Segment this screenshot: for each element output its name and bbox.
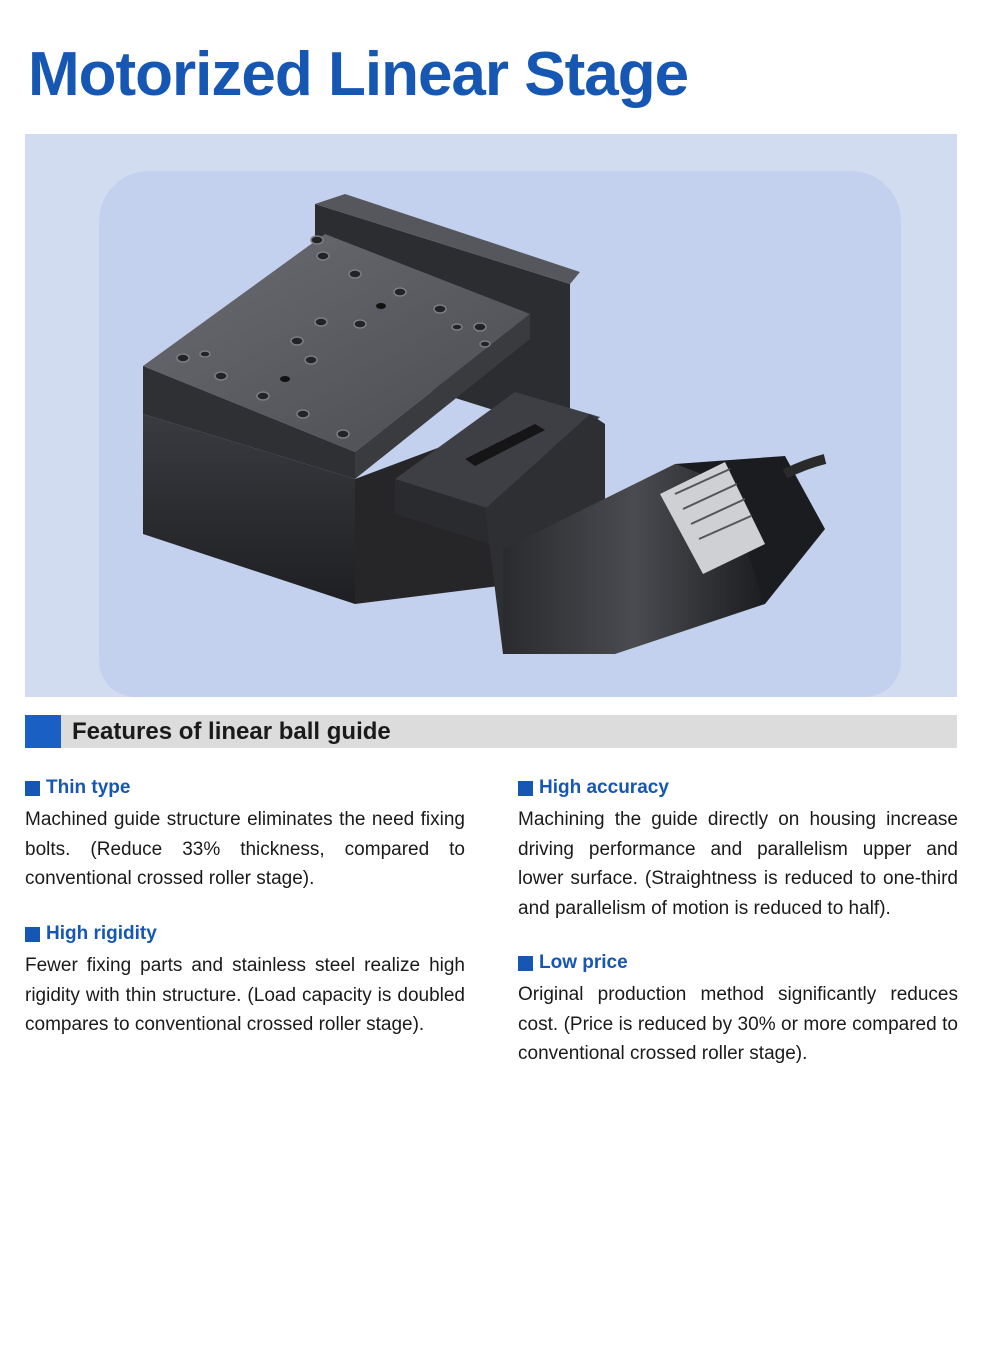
stage-top-plate (143, 234, 530, 452)
center-hole (376, 303, 386, 309)
feature-heading-text: Low price (539, 952, 628, 973)
mounting-holes (176, 235, 491, 439)
stage-back-plate-top (315, 194, 580, 284)
product-photo-panel (25, 134, 957, 697)
linear-stage-illustration (143, 194, 827, 654)
feature-text: Fewer fixing parts and stainless steel r… (25, 955, 465, 1035)
bracket-slot (465, 424, 545, 466)
square-bullet-icon (25, 715, 61, 748)
feature-thin-type: Thin type Machined guide structure elimi… (25, 777, 465, 894)
feature-high-rigidity: High rigidity Fewer fixing parts and sta… (25, 923, 465, 1040)
square-bullet-icon (25, 926, 40, 942)
stage-base-left-side (143, 414, 355, 604)
feature-heading: Low price (518, 952, 958, 974)
feature-heading: Thin type (25, 777, 465, 799)
motor-cable (782, 454, 827, 479)
section-header: Features of linear ball guide (25, 715, 957, 748)
feature-heading-text: Thin type (46, 777, 131, 798)
stage-top-plate-edge-right (355, 314, 530, 479)
motor-bracket-front (395, 479, 490, 544)
feature-heading-text: High accuracy (539, 777, 669, 798)
square-bullet-icon (518, 955, 533, 971)
feature-heading: High rigidity (25, 923, 465, 945)
section-title: Features of linear ball guide (72, 718, 391, 745)
feature-heading: High accuracy (518, 777, 958, 799)
feature-text: Original production method significantly… (518, 984, 958, 1064)
motor-label (660, 462, 765, 574)
feature-low-price: Low price Original production method sig… (518, 952, 958, 1069)
feature-heading-text: High rigidity (46, 923, 157, 944)
center-hole (280, 376, 290, 382)
feature-high-accuracy: High accuracy Machining the guide direct… (518, 777, 958, 923)
square-bullet-icon (518, 780, 533, 796)
feature-text: Machining the guide directly on housing … (518, 809, 958, 919)
stage-top-plate-edge-left (143, 366, 355, 479)
page-title: Motorized Linear Stage (28, 40, 689, 109)
square-bullet-icon (25, 780, 40, 796)
feature-text: Machined guide structure eliminates the … (25, 809, 465, 889)
